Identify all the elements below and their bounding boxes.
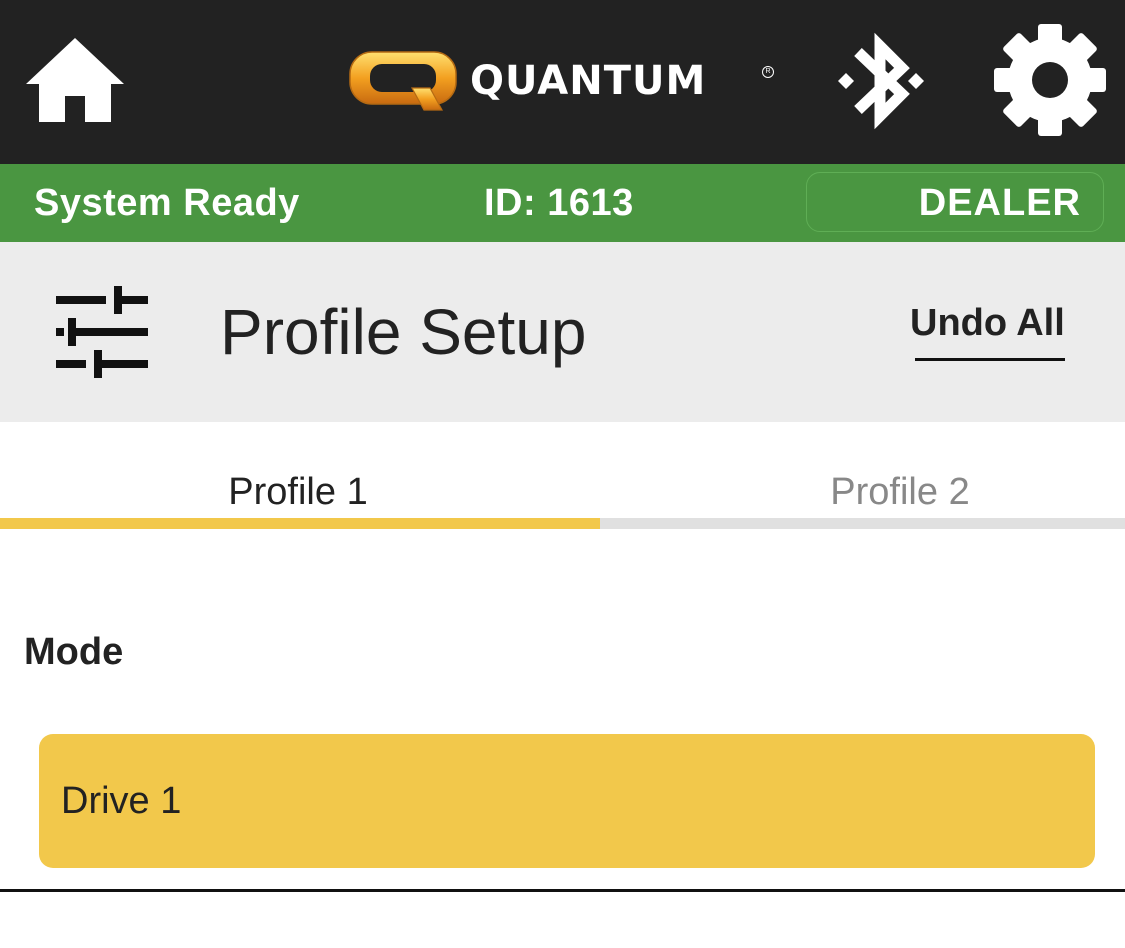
tab-profile-1[interactable]: Profile 1 xyxy=(0,462,600,530)
gear-icon xyxy=(994,24,1106,136)
quantum-q-icon xyxy=(349,51,457,111)
tab-active-indicator xyxy=(0,518,600,529)
settings-button[interactable] xyxy=(990,20,1110,140)
bluetooth-icon xyxy=(838,32,924,130)
sliders-icon xyxy=(56,286,148,378)
status-bar: System Ready ID: 1613 DEALER xyxy=(0,164,1125,242)
dealer-label: DEALER xyxy=(918,182,1081,224)
brand-name: QUANTUM xyxy=(470,58,707,104)
undo-underline xyxy=(915,358,1065,361)
quantum-logo: QUANTUM R xyxy=(346,48,778,114)
home-icon xyxy=(26,38,124,122)
registered-mark-icon: R xyxy=(762,66,774,78)
tab-profile-2[interactable]: Profile 2 xyxy=(600,462,1125,530)
dealer-button[interactable]: DEALER xyxy=(806,172,1104,232)
undo-all-button[interactable]: Undo All xyxy=(910,298,1065,361)
tab-inactive-indicator xyxy=(600,518,1125,529)
undo-all-label: Undo All xyxy=(910,302,1065,344)
tab-profile-1-label: Profile 1 xyxy=(228,471,368,513)
home-button[interactable] xyxy=(22,34,128,126)
bluetooth-button[interactable] xyxy=(826,22,936,140)
device-id: ID: 1613 xyxy=(484,182,634,224)
mode-section-label: Mode xyxy=(24,631,124,673)
mode-select-button[interactable]: Drive 1 xyxy=(39,734,1095,868)
divider xyxy=(0,889,1125,892)
top-bar: QUANTUM R xyxy=(0,0,1125,164)
page-title: Profile Setup xyxy=(220,296,587,368)
tab-profile-2-label: Profile 2 xyxy=(830,471,970,513)
mode-selected-value: Drive 1 xyxy=(61,780,182,822)
page-header: Profile Setup Undo All xyxy=(0,242,1125,422)
system-status: System Ready xyxy=(34,182,300,224)
